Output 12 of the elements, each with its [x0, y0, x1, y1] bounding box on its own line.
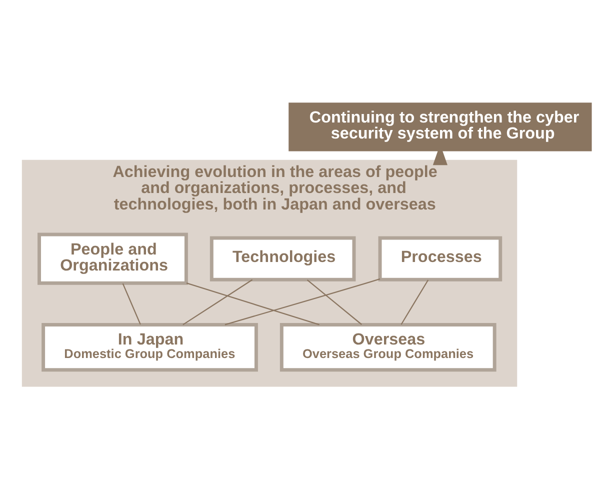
connector: [182, 279, 253, 326]
node-box: Continuing to strengthen the cyber security system of the Group: [288, 102, 592, 152]
connector: [400, 280, 429, 325]
node-box: Processes: [378, 236, 502, 282]
node-box: People and Organizations: [38, 232, 188, 285]
node-box: In Japan Domestic Group Companies: [42, 323, 258, 372]
node-box: Overseas Overseas Group Companies: [280, 323, 496, 372]
node-box: Technologies: [210, 236, 356, 282]
connector: [122, 283, 141, 325]
connector: [186, 282, 320, 326]
connector: [224, 278, 380, 326]
connector: [306, 280, 362, 325]
